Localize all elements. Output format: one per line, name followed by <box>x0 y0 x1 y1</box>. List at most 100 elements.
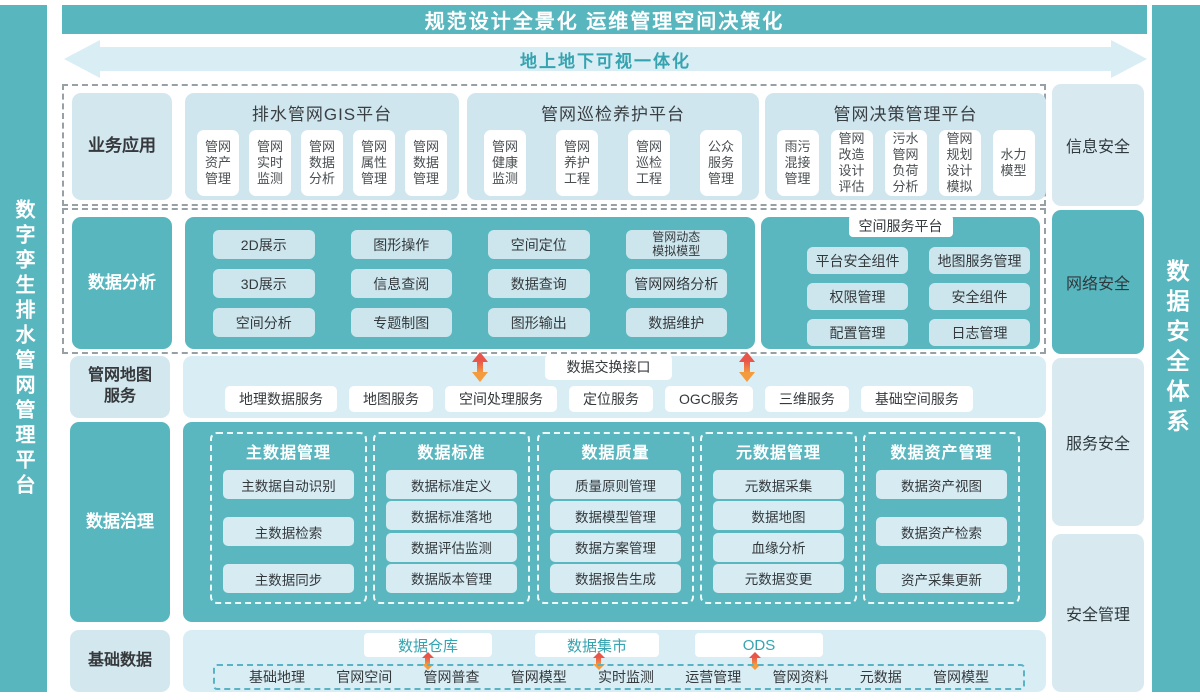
analysis-pill: 图形输出 <box>488 308 590 337</box>
analysis-row: 数据分析 2D展示 图形操作 空间定位 管网动态 模拟模型 3D展示 信息查阅 … <box>62 208 1046 354</box>
security-box-service: 服务安全 <box>1052 358 1144 526</box>
source-item: 实时监测 <box>598 669 654 685</box>
banner-text: 地上地下可视一体化 <box>520 51 691 71</box>
service-pill: 三维服务 <box>764 386 849 412</box>
platform-card: 雨污 混接 管理 <box>776 130 819 196</box>
analysis-pill: 空间定位 <box>488 230 590 259</box>
governance-column-data-standard: 数据标准 数据标准定义 数据标准落地 数据评估监测 数据版本管理 <box>373 432 530 604</box>
governance-item: 数据标准落地 <box>386 501 517 531</box>
governance-item: 元数据采集 <box>713 470 844 499</box>
platform-gis: 排水管网GIS平台 管网 资产 管理 管网 实时 监测 管网 数据 分析 管网 … <box>185 93 459 200</box>
source-item: 基础地理 <box>249 669 305 685</box>
governance-item: 资产采集更新 <box>876 564 1007 593</box>
map-service-row: 管网地图 服务 数据交换接口 地理数据服务 地图服务 空间处理服务 定位服务 O… <box>62 352 1046 418</box>
store-data-warehouse: 数据仓库 <box>364 633 492 657</box>
analysis-pill: 2D展示 <box>213 230 315 259</box>
governance-item: 主数据同步 <box>223 564 354 593</box>
up-down-arrow-icon <box>472 352 488 382</box>
platform-card: 污水 管网 负荷 分析 <box>884 130 927 196</box>
service-pill: 地理数据服务 <box>225 386 337 412</box>
arrow-body <box>98 47 1113 71</box>
source-item: 管网模型 <box>510 669 567 685</box>
service-pills: 地理数据服务 地图服务 空间处理服务 定位服务 OGC服务 三维服务 基础空间服… <box>225 386 973 412</box>
platform-decision: 管网决策管理平台 雨污 混接 管理 管网 改造 设计 评估 污水 管网 负荷 分… <box>765 93 1046 200</box>
governance-item: 数据模型管理 <box>550 501 681 531</box>
platform-cards: 管网 健康 监测 管网 养护 工程 管网 巡检 工程 公众 服务 管理 <box>484 130 742 196</box>
arrow-left-head-icon <box>64 40 100 78</box>
platform-card: 管网 属性 管理 <box>353 130 395 196</box>
service-pill: 定位服务 <box>569 386 653 412</box>
service-pill: 基础空间服务 <box>860 386 973 412</box>
spatial-pill: 日志管理 <box>929 319 1030 346</box>
governance-item: 数据资产检索 <box>876 517 1007 546</box>
platform-card: 管网 改造 设计 评估 <box>830 130 873 196</box>
base-data-band: 数据仓库 数据集市 ODS 基础地理 官网空间 管网普查 管网模型 实时监测 运… <box>183 630 1046 692</box>
governance-item: 元数据变更 <box>713 563 844 593</box>
business-label: 业务应用 <box>72 93 172 200</box>
source-item: 管网资料 <box>772 669 829 685</box>
platform-card: 管网 数据 分析 <box>301 130 343 196</box>
governance-label: 数据治理 <box>70 422 170 622</box>
spatial-platform-grid: 平台安全组件 地图服务管理 权限管理 安全组件 配置管理 日志管理 <box>807 247 1030 346</box>
analysis-pill: 3D展示 <box>213 269 315 298</box>
platform-cards: 雨污 混接 管理 管网 改造 设计 评估 污水 管网 负荷 分析 管网 规划 设… <box>776 130 1035 196</box>
up-down-arrow-icon <box>593 652 605 670</box>
governance-column-title: 数据资产管理 <box>890 445 993 462</box>
platform-title: 管网巡检养护平台 <box>541 105 685 124</box>
governance-item: 数据资产视图 <box>876 470 1007 499</box>
up-down-arrow-icon <box>422 652 434 670</box>
governance-column-data-asset: 数据资产管理 数据资产视图 数据资产检索 资产采集更新 <box>863 432 1020 604</box>
governance-item: 主数据自动识别 <box>223 470 354 499</box>
service-pill: 地图服务 <box>349 386 433 412</box>
governance-items: 质量原则管理 数据模型管理 数据方案管理 数据报告生成 <box>539 463 692 602</box>
platform-inspection: 管网巡检养护平台 管网 健康 监测 管网 养护 工程 管网 巡检 工程 公众 服… <box>467 93 759 200</box>
analysis-pill: 数据查询 <box>488 269 590 298</box>
platform-card: 管网 数据 管理 <box>405 130 447 196</box>
data-security-bar: 数据安全体系 <box>1152 5 1200 692</box>
security-box-management: 安全管理 <box>1052 534 1144 692</box>
governance-item: 数据标准定义 <box>386 470 517 499</box>
governance-column-data-quality: 数据质量 质量原则管理 数据模型管理 数据方案管理 数据报告生成 <box>537 432 694 604</box>
base-data-row: 基础数据 数据仓库 数据集市 ODS 基础地理 官网空间 管网普查 管网模型 实… <box>62 630 1046 692</box>
spatial-pill: 安全组件 <box>929 283 1030 310</box>
analysis-pill: 管网网络分析 <box>625 269 727 298</box>
up-down-arrow-icon <box>749 652 761 670</box>
governance-item: 血缘分析 <box>713 532 844 562</box>
analysis-pill: 专题制图 <box>350 308 452 337</box>
spatial-pill: 配置管理 <box>807 319 908 346</box>
governance-column-master-data: 主数据管理 主数据自动识别 主数据检索 主数据同步 <box>210 432 367 604</box>
platform-card: 公众 服务 管理 <box>700 130 742 196</box>
platform-card: 管网 实时 监测 <box>249 130 291 196</box>
analysis-pill: 数据维护 <box>625 308 727 337</box>
source-item: 官网空间 <box>336 669 393 685</box>
spatial-platform-title: 空间服务平台 <box>848 215 953 237</box>
up-down-arrow-icon <box>739 352 755 382</box>
spatial-pill: 权限管理 <box>807 283 908 310</box>
platform-card: 水力 模型 <box>992 130 1035 196</box>
source-item: 运营管理 <box>685 669 742 685</box>
source-item: 管网模型 <box>933 669 989 685</box>
platform-title: 排水管网GIS平台 <box>251 105 393 124</box>
left-platform-title: 数字孪生排水管网管理平台 <box>12 198 34 499</box>
governance-item: 数据评估监测 <box>386 532 517 562</box>
governance-column-title: 元数据管理 <box>735 445 821 462</box>
governance-item: 质量原则管理 <box>550 470 681 499</box>
spatial-pill: 地图服务管理 <box>929 247 1030 274</box>
security-box-network: 网络安全 <box>1052 210 1144 354</box>
governance-row: 数据治理 主数据管理 主数据自动识别 主数据检索 主数据同步 数据标准 数据标准… <box>62 422 1046 622</box>
governance-column-metadata: 元数据管理 元数据采集 数据地图 血缘分析 元数据变更 <box>700 432 857 604</box>
map-service-label: 管网地图 服务 <box>70 356 170 418</box>
platform-cards: 管网 资产 管理 管网 实时 监测 管网 数据 分析 管网 属性 管理 管网 数… <box>197 130 447 196</box>
governance-column-title: 数据标准 <box>417 445 486 462</box>
platform-card: 管网 规划 设计 模拟 <box>938 130 981 196</box>
left-platform-bar: 数字孪生排水管网管理平台 <box>0 5 47 692</box>
governance-column-title: 主数据管理 <box>245 445 331 462</box>
analysis-pill: 信息查阅 <box>350 269 452 298</box>
platform-title: 管网决策管理平台 <box>833 105 978 124</box>
analysis-pill: 图形操作 <box>350 230 452 259</box>
platform-card: 管网 健康 监测 <box>484 130 526 196</box>
platform-card: 管网 巡检 工程 <box>628 130 670 196</box>
governance-column-title: 数据质量 <box>581 445 650 462</box>
governance-item: 数据版本管理 <box>386 563 517 593</box>
